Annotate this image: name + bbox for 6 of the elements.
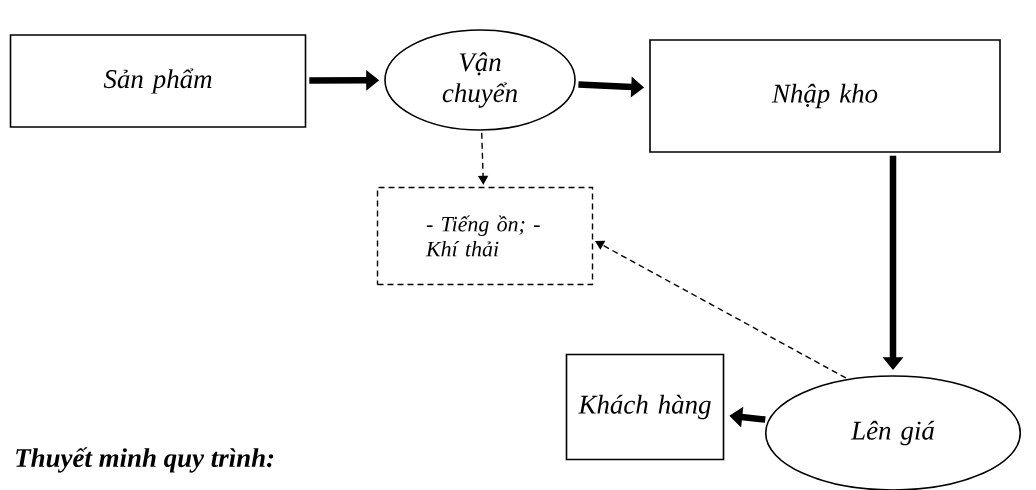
arrow xyxy=(595,240,847,379)
process-box: Khách hàng xyxy=(565,353,725,461)
process-box: Sản phẩm xyxy=(9,34,307,128)
process-box: Nhập kho xyxy=(649,39,1001,153)
note-box: - Tiếng ồn; - Khí thải xyxy=(376,186,594,286)
section-heading: Thuyết minh quy trình: xyxy=(16,447,274,473)
